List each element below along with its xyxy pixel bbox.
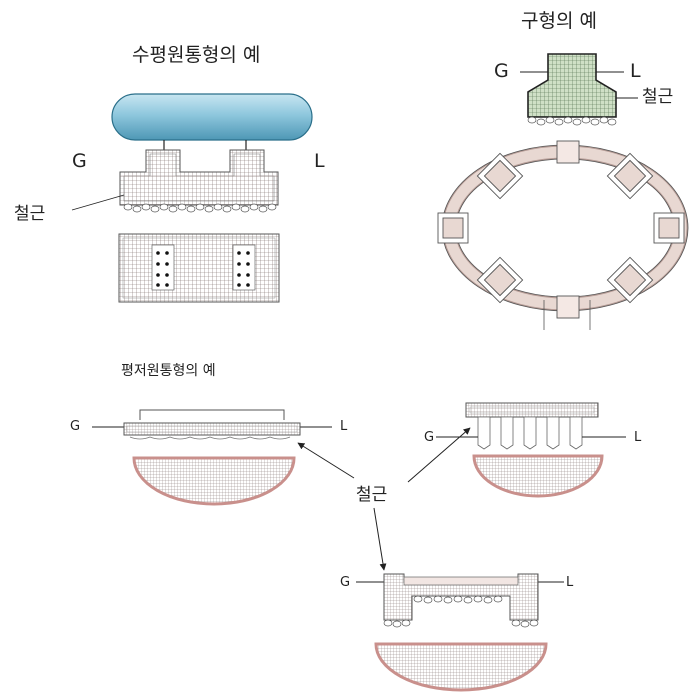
horizontal-tank [111,93,313,141]
gravel-ring [383,595,539,628]
rebar-label-center: 철근 [356,485,388,505]
rebar-arrows [297,427,471,571]
flat-plan-1 [132,456,296,506]
spherical-tank-group [437,53,689,330]
gravel-spherical [527,116,617,126]
level-label: L [314,150,325,172]
rebar-leader-line [71,194,125,211]
spherical-piers [437,140,685,319]
ground-label-flat-3: G [340,575,351,590]
flat-bottom-tank-3 [356,573,564,692]
level-label-flat-2: L [634,430,642,445]
pile-cap-slab [465,402,599,418]
ground-label-flat-1: G [70,419,81,434]
flat-bottom-tank-2 [436,402,626,498]
flat-slab-1 [123,422,301,436]
horizontal-tank-footing [119,149,279,206]
ground-label: G [72,150,87,172]
level-label-flat-3: L [566,575,574,590]
level-label-flat-1: L [340,419,348,434]
gravel [123,203,277,213]
horizontal-tank-group [71,93,313,303]
piles [477,416,583,450]
flat-bottom-tank-1 [92,409,332,506]
rebar-label-spherical: 철근 [642,87,674,107]
rebar-label: 철근 [14,204,46,224]
level-label-spherical: L [630,60,641,82]
flat-plan-2 [472,454,604,498]
spherical-tank-title: 구형의 예 [521,10,597,32]
flat-plan-3 [374,642,548,692]
ground-label-spherical: G [494,60,509,82]
horizontal-tank-title: 수평원통형의 예 [132,44,261,66]
spherical-tank-footing [527,53,617,118]
anchor-bolts [156,251,250,287]
flat-bottom-tank-title: 평저원통형의 예 [121,363,216,379]
ground-label-flat-2: G [424,430,435,445]
